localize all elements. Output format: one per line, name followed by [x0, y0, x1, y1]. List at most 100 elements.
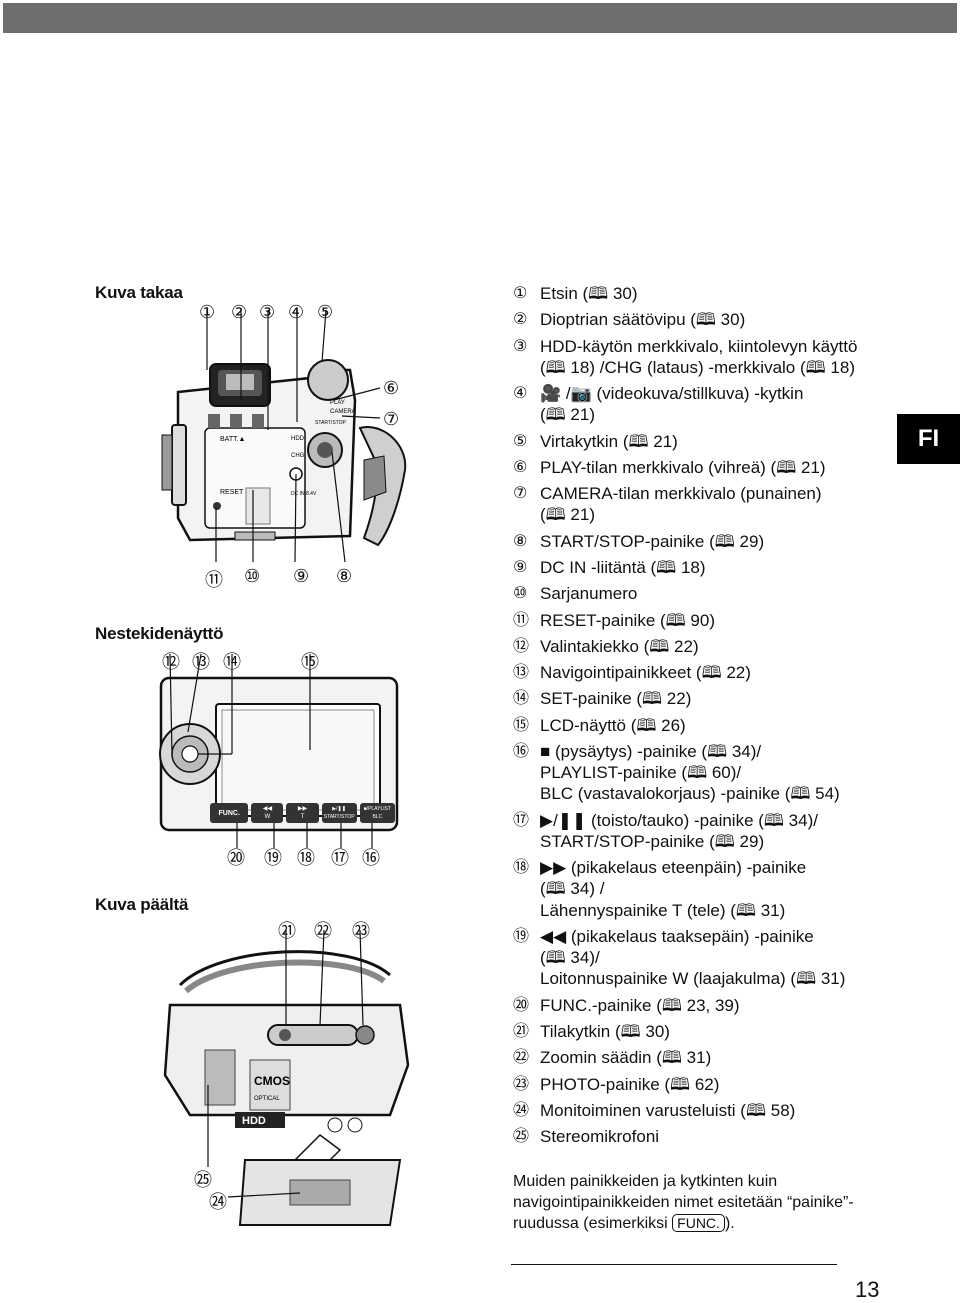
legend-num: ⑤	[513, 432, 528, 450]
hdd-label: HDD	[291, 436, 305, 442]
callout-12: ⑫	[162, 652, 180, 672]
legend-item: ⑰▶/❚❚ (toisto/tauko) -painike (🕮 34)/STA…	[513, 810, 898, 852]
legend-text: Navigointipainikkeet (🕮 22)	[540, 663, 751, 683]
legend-text: (🕮 34) /	[540, 879, 605, 899]
legend-item: ④🎥 /📷 (videokuva/stillkuva) -kytkin(🕮 21…	[513, 383, 898, 425]
callout-3: ③	[259, 302, 276, 322]
callout-6: ⑥	[383, 378, 400, 398]
play-label: PLAY	[330, 400, 345, 406]
reset-label: RESET	[220, 489, 244, 496]
top-header-bar	[3, 3, 957, 33]
legend-item: ⑯ ■ (pysäytys) -painike (🕮 34)/PLAYLIST-p…	[513, 741, 898, 805]
legend-text: Stereomikrofoni	[540, 1127, 660, 1147]
legend-item: ① Etsin (🕮 30)	[513, 283, 898, 304]
legend-text: RESET-painike (🕮 90)	[540, 610, 715, 630]
legend-text: 🎥 /📷 (videokuva/stillkuva) -kytkin	[540, 384, 804, 404]
heading-back-view: Kuva takaa	[95, 283, 183, 302]
legend-text: PLAY-tilan merkkivalo (vihreä) (🕮 21)	[540, 457, 826, 477]
legend-text: ■ (pysäytys) -painike (🕮 34)/	[540, 742, 762, 762]
legend-num: ㉕	[513, 1128, 530, 1146]
legend-text: Lähennyspainike T (tele) (🕮 31)	[540, 900, 786, 920]
legend-num: ⑩	[513, 585, 528, 603]
legend-num: ⑳	[513, 996, 530, 1014]
note-line-2: navigointipainikkeiden nimet esitetään “…	[513, 1194, 854, 1211]
legend-text: Monitoiminen varusteluisti (🕮 58)	[540, 1100, 796, 1120]
note-line-3-pre: ruudussa (esimerkiksi	[513, 1215, 673, 1232]
heading-top-view: Kuva päältä	[95, 895, 189, 914]
callout-5: ⑤	[317, 302, 334, 322]
legend-text: HDD-käytön merkkivalo, kiintolevyn käytt…	[540, 336, 858, 356]
legend-text: Zoomin säädin (🕮 31)	[540, 1048, 712, 1068]
legend-text: BLC (vastavalokorjaus) -painike (🕮 54)	[540, 784, 840, 804]
note-line-3-post: ).	[724, 1215, 735, 1232]
callout-4: ④	[288, 302, 305, 322]
legend-item: ⑲◀◀ (pikakelaus taaksepäin) -painike(🕮 3…	[513, 926, 898, 990]
legend-item: ㉕ Stereomikrofoni	[513, 1126, 898, 1147]
legend-text: PHOTO-painike (🕮 62)	[540, 1074, 720, 1094]
legend-num: ①	[513, 285, 528, 302]
legend-text: START/STOP-painike (🕮 29)	[540, 531, 765, 551]
func-keycap: FUNC.	[672, 1214, 725, 1232]
legend-num: ㉑	[513, 1022, 530, 1040]
fast-forward-button[interactable]: ▶▶ T	[286, 803, 319, 823]
lcd-panel-illustration	[159, 653, 399, 848]
batt-label: BATT.▲	[220, 436, 245, 443]
legend-text: Etsin (🕮 30)	[540, 284, 638, 303]
fast-forward-button-label: ▶▶	[297, 806, 308, 812]
chg-label: CHG	[291, 453, 305, 459]
callout-17: ⑰	[331, 848, 349, 868]
callout-14: ⑭	[223, 652, 241, 672]
legend-text: ▶▶ (pikakelaus eteenpäin) -painike	[540, 858, 807, 878]
legend-num: ③	[513, 337, 528, 355]
callout-13: ⑬	[192, 652, 210, 672]
callout-21: ㉑	[278, 921, 296, 941]
stop-playlist-button-sub: BLC	[372, 814, 383, 820]
legend-num: ⑯	[513, 743, 530, 761]
legend-num: ④	[513, 385, 528, 403]
dcin-label: DC IN 8.4V	[291, 491, 317, 497]
legend-text: Tilakytkin (🕮 30)	[540, 1021, 670, 1041]
callout-20: ⑳	[227, 848, 245, 868]
legend-text: DC IN -liitäntä (🕮 18)	[540, 557, 706, 577]
legend-text: SET-painike (🕮 22)	[540, 689, 692, 709]
legend-item: ㉔ Monitoiminen varusteluisti (🕮 58)	[513, 1100, 898, 1121]
legend-item: ⑩ Sarjanumero	[513, 583, 898, 604]
page-number: 13	[855, 1277, 880, 1302]
legend-text: Loitonnuspainike W (laajakulma) (🕮 31)	[540, 969, 846, 989]
legend-num: ⑱	[513, 859, 530, 877]
legend-text: Sarjanumero	[540, 584, 638, 604]
legend-num: ②	[513, 311, 528, 329]
callout-11: ⑪	[205, 570, 223, 590]
legend-num: ⑰	[513, 811, 530, 829]
legend-num: ㉔	[513, 1101, 530, 1119]
footer-rule	[511, 1264, 837, 1265]
play-pause-button[interactable]: ▶/❚❚ START/STOP	[321, 803, 357, 823]
callout-25: ㉕	[194, 1170, 212, 1190]
func-button[interactable]: FUNC.	[210, 803, 249, 823]
legend-item: ③ HDD-käytön merkkivalo, kiintolevyn käyt…	[513, 336, 898, 378]
legend-num: ⑫	[513, 637, 530, 655]
legend-text: PLAYLIST-painike (🕮 60)/	[540, 763, 742, 783]
rewind-button[interactable]: ◀◀ W	[251, 803, 284, 823]
callout-19: ⑲	[264, 848, 282, 868]
func-button-label: FUNC.	[218, 809, 240, 817]
camera-label: CAMERA	[330, 409, 356, 415]
rewind-button-sub: W	[264, 814, 271, 820]
rewind-button-label: ◀◀	[262, 806, 273, 812]
camera-back-illustration: BATT.▲ RESET PLAY CAMERA START/STOP HDD …	[161, 309, 407, 563]
legend-text: START/STOP-painike (🕮 29)	[540, 831, 765, 851]
legend-num: ⑭	[513, 690, 530, 708]
legend-text: (🕮 34)/	[540, 948, 600, 968]
stop-playlist-button[interactable]: ■/PLAYLIST BLC	[359, 803, 395, 823]
play-pause-button-label: ▶/❚❚	[332, 806, 346, 812]
